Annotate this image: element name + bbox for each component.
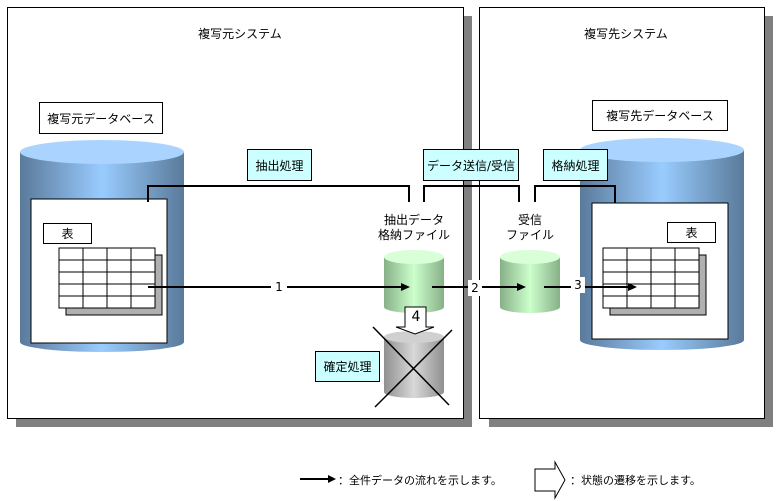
receive-file-label: 受信 ファイル bbox=[490, 213, 570, 243]
source-table-label: 表 bbox=[43, 223, 92, 244]
receive-file-label-line2: ファイル bbox=[505, 228, 554, 242]
target-table-icon bbox=[602, 247, 707, 316]
legend-flow-arrow-icon bbox=[300, 475, 336, 483]
store-process-connector bbox=[534, 185, 616, 203]
extract-file-label-line1: 抽出データ bbox=[383, 213, 444, 227]
step-number-1: 1 bbox=[271, 279, 287, 295]
target-table-label: 表 bbox=[667, 222, 716, 243]
confirm-process-box: 確定処理 bbox=[315, 351, 380, 382]
source-system-title: 複写元システム bbox=[198, 27, 282, 41]
legend-flow-text: ：全件データの流れを示します。 bbox=[338, 474, 502, 487]
receive-file-label-line1: 受信 bbox=[517, 213, 542, 227]
extract-file-label: 抽出データ 格納ファイル bbox=[369, 213, 459, 243]
step-number-4: 4 bbox=[411, 309, 421, 325]
source-table-icon bbox=[58, 247, 163, 316]
source-database-label: 複写元データベース bbox=[39, 102, 163, 134]
cross-mark-icon bbox=[372, 326, 453, 408]
extract-process-box: 抽出処理 bbox=[247, 149, 312, 181]
flow-arrow-3 bbox=[544, 283, 637, 291]
transfer-process-box: データ送信/受信 bbox=[423, 149, 519, 181]
legend-state-text: ：状態の遷移を示します。 bbox=[570, 474, 701, 487]
step-number-3: 3 bbox=[571, 277, 585, 293]
store-process-box: 格納処理 bbox=[543, 149, 608, 181]
receive-file-cylinder bbox=[500, 250, 560, 313]
transfer-process-connector bbox=[423, 185, 520, 202]
legend-state-arrow-icon bbox=[534, 460, 566, 500]
target-database-label: 複写先データベース bbox=[592, 100, 728, 131]
state-transition-arrow-icon bbox=[395, 306, 435, 335]
deleted-file-cylinder bbox=[384, 331, 444, 398]
step-number-2: 2 bbox=[468, 280, 482, 296]
extract-file-label-line2: 格納ファイル bbox=[377, 228, 450, 242]
extract-file-cylinder bbox=[384, 250, 444, 313]
target-system-title: 複写先システム bbox=[584, 27, 668, 41]
extract-process-connector bbox=[147, 185, 410, 202]
